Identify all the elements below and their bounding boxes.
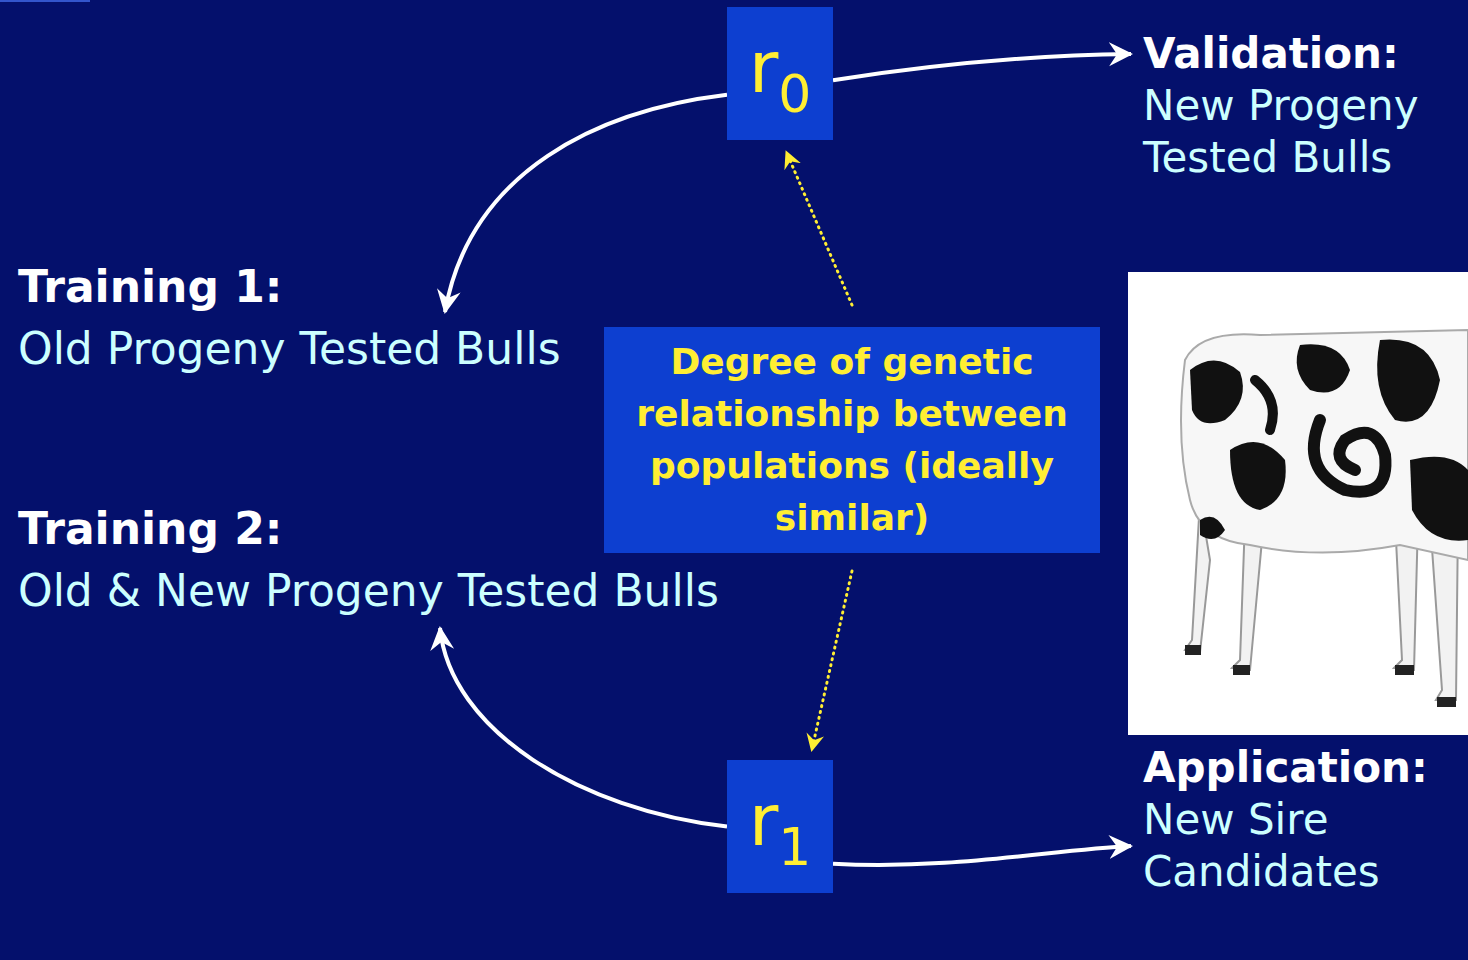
group-heading: Application:: [1143, 742, 1461, 794]
curved-arrow: [833, 846, 1131, 865]
symbol-letter: r: [749, 25, 779, 109]
cow-hoof: [1233, 665, 1250, 675]
coefficient-box: r0: [727, 7, 833, 140]
group-heading: Training 2:: [18, 498, 719, 560]
group-description: New Progeny Tested Bulls: [1143, 80, 1461, 184]
population-label: Training 2:Old & New Progeny Tested Bull…: [18, 498, 719, 622]
curved-arrow: [440, 628, 727, 827]
corner-rule: [0, 0, 90, 2]
coefficient-box: r1: [727, 760, 833, 893]
cow-tattoo: [1255, 380, 1273, 430]
cow-patch: [1230, 442, 1286, 510]
curved-arrow: [445, 95, 727, 312]
cow-body: [1181, 330, 1468, 560]
dotted-arrow: [786, 152, 852, 305]
cow-hoof: [1185, 645, 1201, 655]
group-heading: Validation:: [1143, 28, 1461, 80]
cow-hoof: [1395, 665, 1414, 675]
cow-patch: [1297, 344, 1350, 392]
population-label: Training 1:Old Progeny Tested Bulls: [18, 256, 561, 380]
symbol-subscript: 0: [778, 64, 811, 124]
cow-patch: [1200, 517, 1225, 539]
cow-hoof: [1437, 697, 1456, 707]
cow-patch: [1410, 457, 1468, 541]
group-description: Old & New Progeny Tested Bulls: [18, 560, 719, 622]
note-box: Degree of genetic relationship between p…: [604, 327, 1100, 553]
dotted-arrow: [812, 571, 852, 750]
coefficient-symbol: r0: [749, 31, 812, 117]
group-description: Old Progeny Tested Bulls: [18, 318, 561, 380]
group-description: New Sire Candidates: [1143, 794, 1461, 898]
cow-tattoo: [1314, 420, 1386, 492]
coefficient-symbol: r1: [749, 784, 812, 870]
cow-patch: [1190, 360, 1243, 423]
note-text: Degree of genetic relationship between p…: [620, 336, 1084, 544]
curved-arrow: [833, 54, 1131, 80]
symbol-subscript: 1: [778, 817, 811, 877]
symbol-letter: r: [749, 778, 779, 862]
population-label: Validation:New Progeny Tested Bulls: [1143, 28, 1461, 184]
cow-patch: [1377, 340, 1440, 422]
cow-illustration: [1128, 272, 1468, 735]
photo-ground: [1128, 272, 1468, 735]
population-label: Application:New Sire Candidates: [1143, 742, 1461, 898]
group-heading: Training 1:: [18, 256, 561, 318]
